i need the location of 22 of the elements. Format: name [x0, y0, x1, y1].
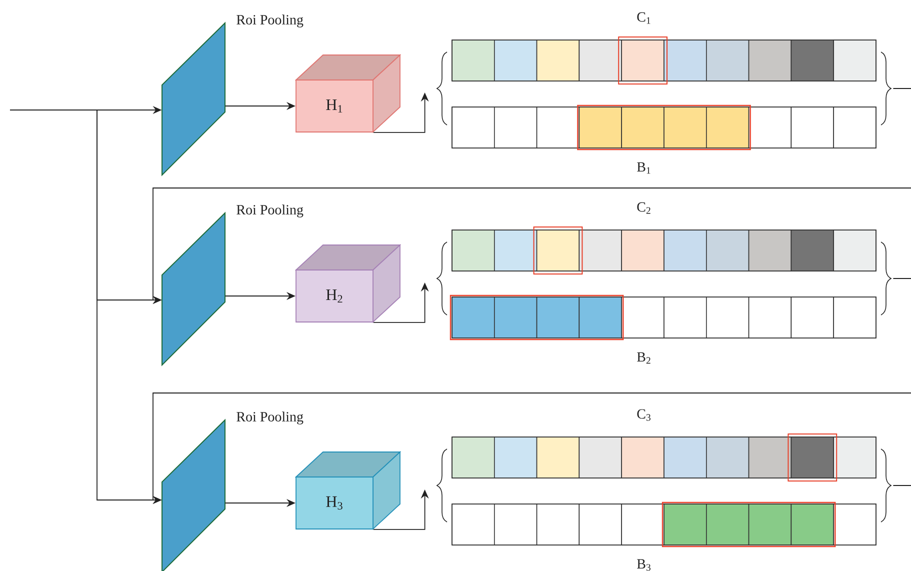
roi-pooling-label: Roi Pooling	[236, 412, 304, 424]
roi-pooling-label: Roi Pooling	[236, 14, 304, 28]
bar-label: B$_{1}$	[637, 162, 650, 174]
curly-brace	[880, 448, 892, 522]
bar-label: C$_{1}$	[637, 12, 650, 24]
curly-brace	[880, 242, 892, 316]
curly-brace	[436, 448, 448, 522]
cell-bar	[452, 502, 876, 548]
parallelogram-shape	[162, 418, 226, 571]
cell-bar	[452, 104, 876, 150]
cell-bar	[452, 226, 876, 274]
curly-brace	[880, 52, 892, 126]
cell-bar	[452, 36, 876, 84]
cell-bar	[452, 434, 876, 482]
roi-pooling-label: Roi Pooling	[236, 204, 304, 218]
curly-brace	[436, 242, 448, 316]
bar-label: C$_{2}$	[637, 202, 650, 214]
curly-brace	[436, 52, 448, 126]
bar-label: C$_{3}$	[637, 409, 650, 421]
cell-bar	[450, 294, 876, 340]
bar-label: B$_{2}$	[637, 352, 650, 364]
bar-label: B$_{3}$	[637, 559, 650, 571]
